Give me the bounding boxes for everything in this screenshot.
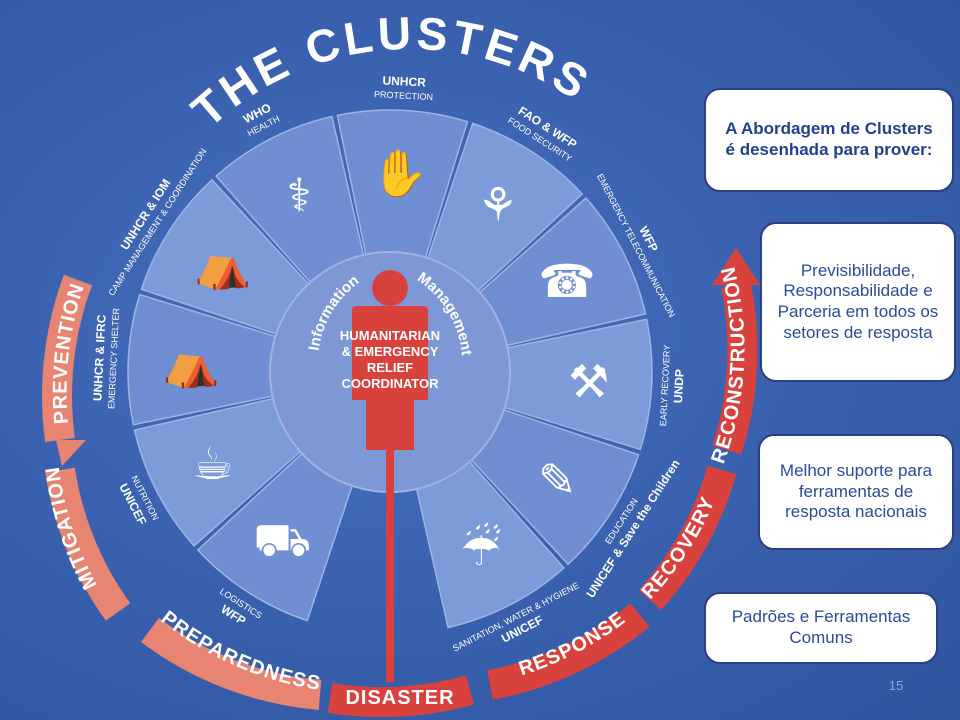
truck-icon: ⛟	[253, 512, 311, 566]
cluster-icons: ✋ ⚘ ☎ ⚒ ✎ ☔ ⛟ ☕ ⛺ ⛺ ⚕	[163, 146, 610, 576]
disaster-arrow	[327, 675, 475, 718]
tent-icon: ⛺	[163, 335, 220, 389]
syringe-icon: ⚕	[287, 168, 312, 222]
standards-callout-text: Padrões e Ferramentas Comuns	[731, 607, 911, 647]
recovery-arrow	[638, 465, 737, 611]
mitigation-arrow	[45, 467, 131, 621]
slide-number: 15	[888, 678, 904, 693]
preparedness-arrow	[140, 617, 322, 710]
camp-icon: ⛺	[194, 237, 251, 291]
approach-callout: A Abordagem de Clusters é desenhada para…	[704, 88, 954, 192]
coordinator-line-3: RELIEF	[367, 360, 413, 375]
coordinator-line-2: & EMERGENCY	[342, 344, 439, 359]
food-bowl-icon: ☕	[192, 436, 233, 490]
cluster-agency-9: UNHCR & IFRC	[90, 314, 108, 402]
coordinator-figure-icon	[352, 270, 428, 682]
phase-disaster: DISASTER	[345, 687, 454, 709]
protection-hands-icon: ✋	[371, 146, 428, 200]
approach-callout-text: A Abordagem de Clusters é desenhada para…	[725, 119, 933, 159]
predictability-callout-text: Previsibilidade, Responsabilidade e Parc…	[777, 260, 939, 342]
hammer-icon: ⚒	[568, 355, 609, 409]
water-tap-icon: ☔	[460, 522, 501, 576]
support-callout: Melhor suporte para ferramentas de respo…	[758, 434, 954, 550]
cluster-sector-4: EARLY RECOVERY	[658, 344, 672, 426]
prevention-arrow-head	[56, 440, 86, 466]
cluster-sector-1: PROTECTION	[374, 89, 433, 102]
coordinator-line-4: COORDINATOR	[341, 376, 439, 391]
response-arrow	[487, 603, 650, 700]
cluster-wedges	[127, 109, 653, 629]
support-callout-text: Melhor suporte para ferramentas de respo…	[779, 460, 933, 522]
reconstruction-arrow-head	[712, 248, 760, 285]
cluster-agency-1: UNHCR	[382, 73, 426, 89]
document-pencil-icon: ✎	[538, 453, 577, 507]
telephone-icon: ☎	[538, 254, 595, 308]
phase-ring	[42, 248, 760, 718]
prevention-arrow	[42, 274, 93, 443]
cluster-agency-4: UNDP	[671, 369, 687, 404]
cluster-sector-9: EMERGENCY SHELTER	[106, 307, 121, 409]
predictability-callout: Previsibilidade, Responsabilidade e Parc…	[760, 222, 956, 382]
standards-callout: Padrões e Ferramentas Comuns	[704, 592, 938, 664]
coordinator-line-1: HUMANITARIAN	[340, 328, 440, 343]
reconstruction-arrow	[712, 282, 758, 455]
wheat-icon: ⚘	[477, 178, 518, 232]
